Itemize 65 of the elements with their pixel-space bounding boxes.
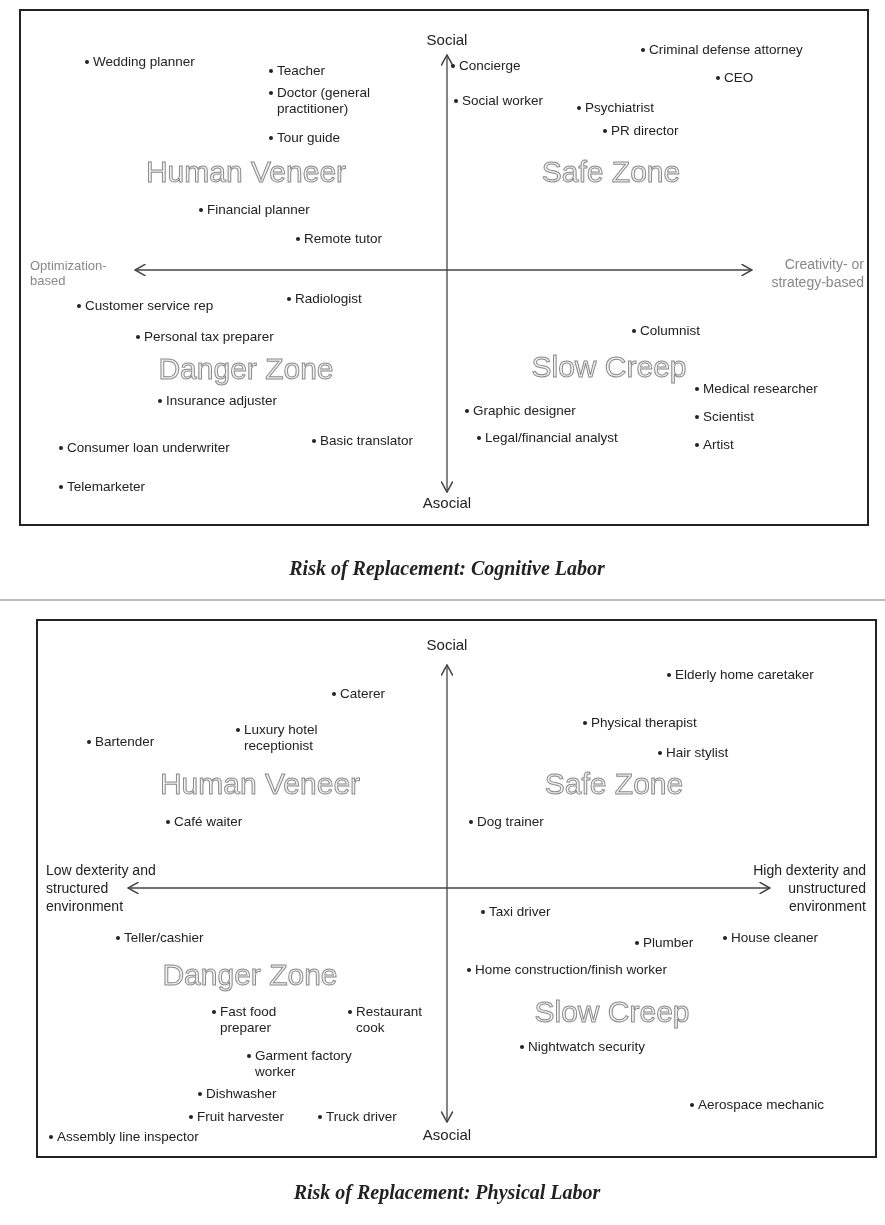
zone-label: Human Veneer	[159, 767, 361, 801]
job-label: Insurance adjuster	[157, 393, 278, 409]
job-label: Café waiter	[165, 814, 243, 830]
job-label: Caterer	[331, 686, 385, 702]
job-label: Fast food preparer	[211, 1004, 310, 1036]
zone-label: Safe Zone	[541, 155, 681, 189]
job-label: Consumer loan underwriter	[58, 440, 230, 456]
chart-caption: Risk of Replacement: Physical Labor	[293, 1180, 601, 1204]
job-label: Scientist	[694, 409, 755, 425]
job-label: Telemarketer	[58, 479, 146, 495]
job-label: Hair stylist	[657, 745, 729, 761]
job-label: Teller/cashier	[115, 930, 204, 946]
job-label: Criminal defense attorney	[640, 42, 803, 58]
axis-label: Social	[426, 31, 468, 49]
job-label: Personal tax preparer	[135, 329, 274, 345]
chart-caption: Risk of Replacement: Cognitive Labor	[289, 556, 605, 580]
job-label: Luxury hotel receptionist	[235, 722, 374, 754]
axis-label: Asocial	[422, 1126, 472, 1144]
job-label: Truck driver	[317, 1109, 397, 1125]
axis-label: High dexterity and unstructured environment	[752, 861, 866, 915]
zone-label: Safe Zone	[544, 767, 684, 801]
job-label: Artist	[694, 437, 734, 453]
job-label: Financial planner	[198, 202, 310, 218]
job-label: Fruit harvester	[188, 1109, 285, 1125]
job-label: Dishwasher	[197, 1086, 277, 1102]
job-label: Legal/financial analyst	[476, 430, 618, 446]
job-label: PR director	[602, 123, 679, 139]
job-label: Assembly line inspector	[48, 1129, 199, 1145]
job-label: Aerospace mechanic	[689, 1097, 825, 1113]
job-label: CEO	[715, 70, 754, 86]
job-label: Remote tutor	[295, 231, 383, 247]
job-label: Basic translator	[311, 433, 414, 449]
job-label: House cleaner	[722, 930, 819, 946]
job-label: Columnist	[631, 323, 701, 339]
job-label: Elderly home caretaker	[666, 667, 814, 683]
job-label: Physical therapist	[582, 715, 697, 731]
axis-label: Creativity- or strategy-based	[770, 255, 864, 291]
job-label: Medical researcher	[694, 381, 818, 397]
job-label: Bartender	[86, 734, 155, 750]
zone-label: Slow Creep	[531, 350, 687, 384]
axis-label: Asocial	[422, 494, 472, 512]
job-label: Concierge	[450, 58, 521, 74]
job-label: Graphic designer	[464, 403, 576, 419]
job-label: Wedding planner	[84, 54, 195, 70]
zone-label: Danger Zone	[162, 958, 338, 992]
axis-label: Low dexterity and structured environment	[46, 861, 157, 915]
job-label: Dog trainer	[468, 814, 544, 830]
axis-label: Optimization-based	[30, 258, 108, 288]
job-label: Psychiatrist	[576, 100, 655, 116]
job-label: Plumber	[634, 935, 694, 951]
job-label: Home construction/finish worker	[466, 962, 668, 978]
job-label: Social worker	[453, 93, 544, 109]
job-label: Tour guide	[268, 130, 341, 146]
job-label: Garment factory worker	[246, 1048, 385, 1080]
job-label: Customer service rep	[76, 298, 214, 314]
job-label: Restaurant cook	[347, 1004, 446, 1036]
job-label: Taxi driver	[480, 904, 551, 920]
zone-label: Slow Creep	[534, 995, 690, 1029]
zone-label: Human Veneer	[145, 155, 347, 189]
zone-label: Danger Zone	[158, 352, 334, 386]
job-label: Nightwatch security	[519, 1039, 646, 1055]
axis-label: Social	[426, 636, 468, 654]
job-label: Teacher	[268, 63, 326, 79]
job-label: Doctor (general practitioner)	[268, 85, 437, 117]
job-label: Radiologist	[286, 291, 362, 307]
